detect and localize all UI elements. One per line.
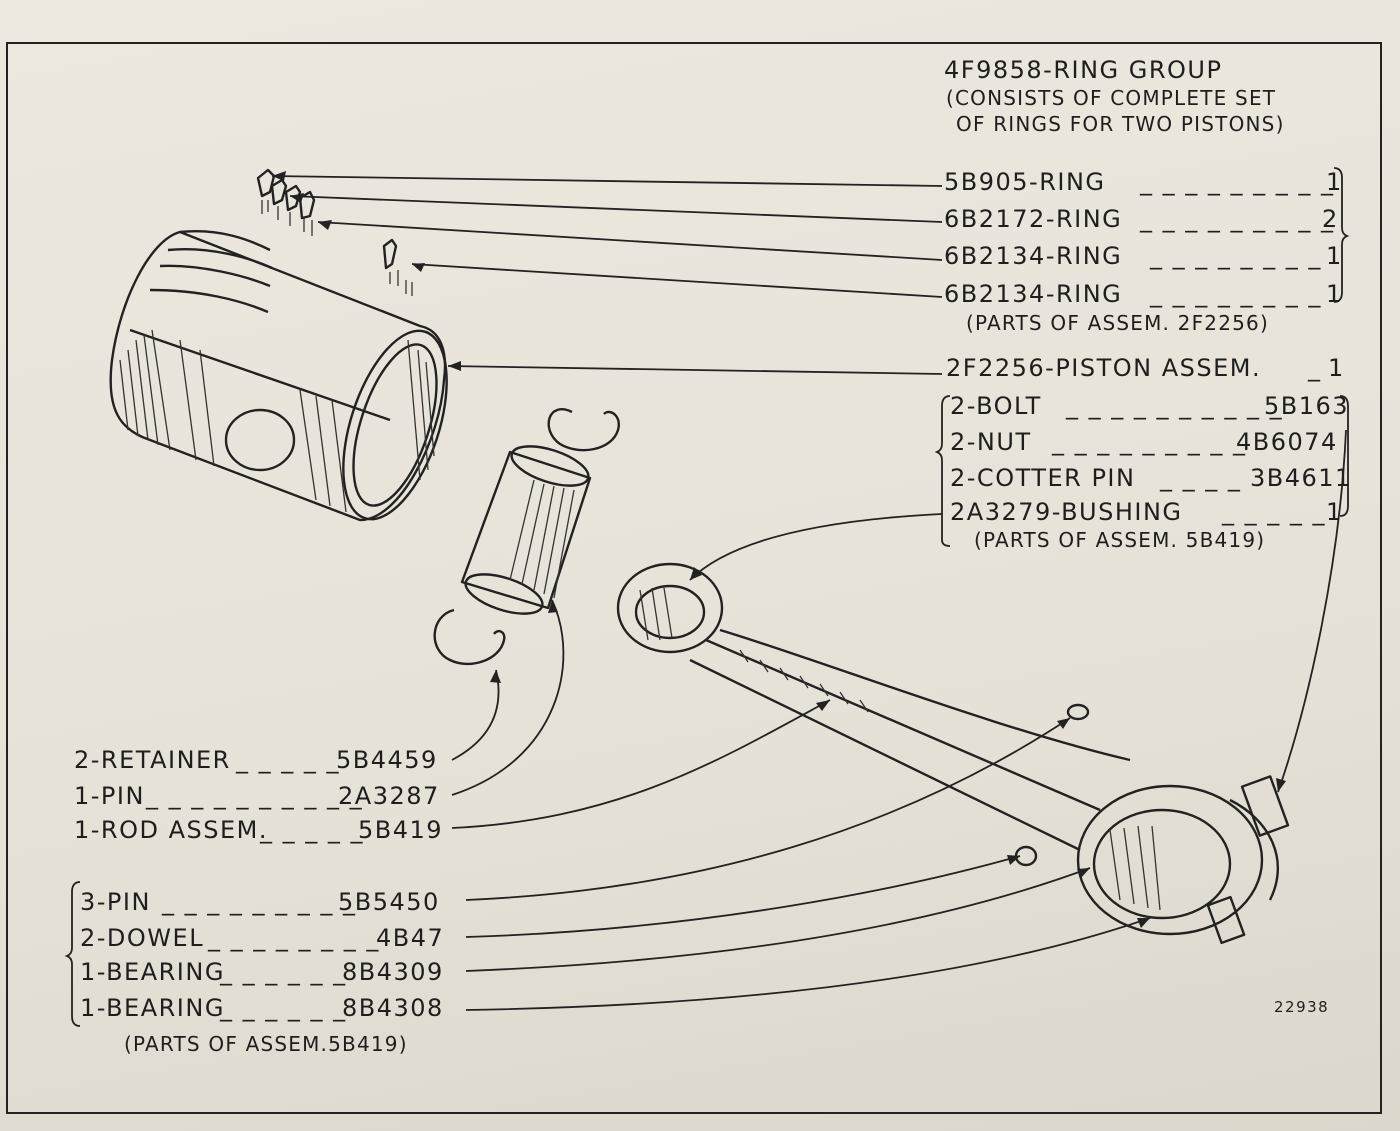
leader-pin xyxy=(451,599,565,796)
part-label: 1-BEARING xyxy=(80,958,225,986)
ring-group-title: 4F9858-RING GROUP xyxy=(944,56,1223,84)
piston-rings-drawing xyxy=(256,168,413,296)
leader-bushing xyxy=(689,513,943,581)
part-number: 4B47 xyxy=(376,924,445,952)
piston-dashes: _ xyxy=(1308,354,1322,382)
bottom-parts-note: (PARTS OF ASSEM.5B419) xyxy=(124,1032,408,1056)
part-number: 3B4611 xyxy=(1250,464,1352,492)
part-label: 2-DOWEL xyxy=(80,924,205,952)
piston-parts-bracket xyxy=(934,395,951,547)
part-dashes: _ _ _ _ _ xyxy=(1222,498,1327,526)
ring-group-note-line2: OF RINGS FOR TWO PISTONS) xyxy=(956,112,1285,136)
part-dashes: _ _ _ _ _ xyxy=(260,816,365,844)
part-label: 2A3279-BUSHING xyxy=(950,498,1183,526)
leader-3-pin xyxy=(465,717,1071,901)
retainers-and-pin-drawing xyxy=(433,408,620,666)
part-number: 8B4308 xyxy=(342,994,444,1022)
part-number: 5B4459 xyxy=(336,746,438,774)
piston-parts-note: (PARTS OF ASSEM. 5B419) xyxy=(974,528,1266,552)
part-label: 1-ROD ASSEM. xyxy=(74,816,268,844)
piston-parts-right-bracket xyxy=(1339,395,1349,517)
leader-6b2134-ring-a xyxy=(317,221,943,261)
ring-qty: 1 xyxy=(1326,168,1343,196)
figure-number: 22938 xyxy=(1274,998,1330,1016)
part-number: 5B5450 xyxy=(338,888,440,916)
figure-frame xyxy=(6,42,1382,1114)
leader-lines xyxy=(271,171,1347,1011)
ring-qty: 1 xyxy=(1326,280,1343,308)
leader-6b2172-ring xyxy=(289,195,943,223)
leader-rod-assem xyxy=(451,699,831,829)
piston-qty: 1 xyxy=(1328,354,1345,382)
connecting-rod-drawing xyxy=(616,562,1290,945)
ring-label: 5B905-RING xyxy=(944,168,1106,196)
part-dashes: _ _ _ _ _ _ xyxy=(220,994,347,1022)
part-label: 1-BEARING xyxy=(80,994,225,1022)
part-number: 4B6074 xyxy=(1236,428,1338,456)
part-dashes: _ _ _ _ xyxy=(1160,464,1242,492)
ring-label: 6B2134-RING xyxy=(944,280,1123,308)
rings-bracket xyxy=(1333,167,1350,303)
part-label: 2-COTTER PIN xyxy=(950,464,1136,492)
leader-bearing-8b4309 xyxy=(465,867,1091,972)
leader-bearing-8b4308 xyxy=(465,917,1151,1011)
part-dashes: _ _ _ _ _ _ _ _ _ _ xyxy=(1066,392,1284,420)
leader-retainer xyxy=(451,669,500,761)
part-dashes: _ _ _ _ _ _ _ _ _ _ xyxy=(146,782,364,810)
piston-label: 2F2256-PISTON ASSEM. xyxy=(946,354,1262,382)
part-number: 5B163 xyxy=(1264,392,1350,420)
ring-dashes: _ _ _ _ _ _ _ _ xyxy=(1150,280,1322,308)
part-number: 1 xyxy=(1326,498,1343,526)
ring-group-note-line1: (CONSISTS OF COMPLETE SET xyxy=(946,86,1277,110)
rings-note: (PARTS OF ASSEM. 2F2256) xyxy=(966,311,1269,335)
part-label: 1-PIN xyxy=(74,782,145,810)
ring-dashes: _ _ _ _ _ _ _ _ _ xyxy=(1140,205,1335,233)
part-number: 8B4309 xyxy=(342,958,444,986)
brackets xyxy=(64,167,1350,1027)
piston-drawing xyxy=(109,230,448,522)
part-label: 2-NUT xyxy=(950,428,1032,456)
part-dashes: _ _ _ _ _ _ xyxy=(220,958,347,986)
part-label: 3-PIN xyxy=(80,888,151,916)
leader-bolt xyxy=(1277,429,1347,793)
ring-label: 6B2134-RING xyxy=(944,242,1123,270)
part-dashes: _ _ _ _ _ _ _ _ xyxy=(208,924,380,952)
ring-dashes: _ _ _ _ _ _ _ _ xyxy=(1150,242,1322,270)
part-dashes: _ _ _ _ _ _ _ _ _ xyxy=(162,888,357,916)
part-label: 2-BOLT xyxy=(950,392,1042,420)
bottom-parts-bracket xyxy=(64,881,81,1027)
ring-dashes: _ _ _ _ _ _ _ _ _ xyxy=(1140,168,1335,196)
leader-piston-assem xyxy=(447,365,943,375)
ring-qty: 1 xyxy=(1326,242,1343,270)
part-label: 2-RETAINER xyxy=(74,746,231,774)
ring-qty: 2 xyxy=(1322,205,1339,233)
part-dashes: _ _ _ _ _ xyxy=(236,746,341,774)
part-number: 5B419 xyxy=(358,816,444,844)
leader-2-dowel xyxy=(465,855,1021,938)
leader-5b905-ring xyxy=(271,175,943,187)
ring-label: 6B2172-RING xyxy=(944,205,1123,233)
leader-6b2134-ring-b xyxy=(411,263,943,298)
part-dashes: _ _ _ _ _ _ _ _ _ xyxy=(1052,428,1247,456)
part-number: 2A3287 xyxy=(338,782,440,810)
